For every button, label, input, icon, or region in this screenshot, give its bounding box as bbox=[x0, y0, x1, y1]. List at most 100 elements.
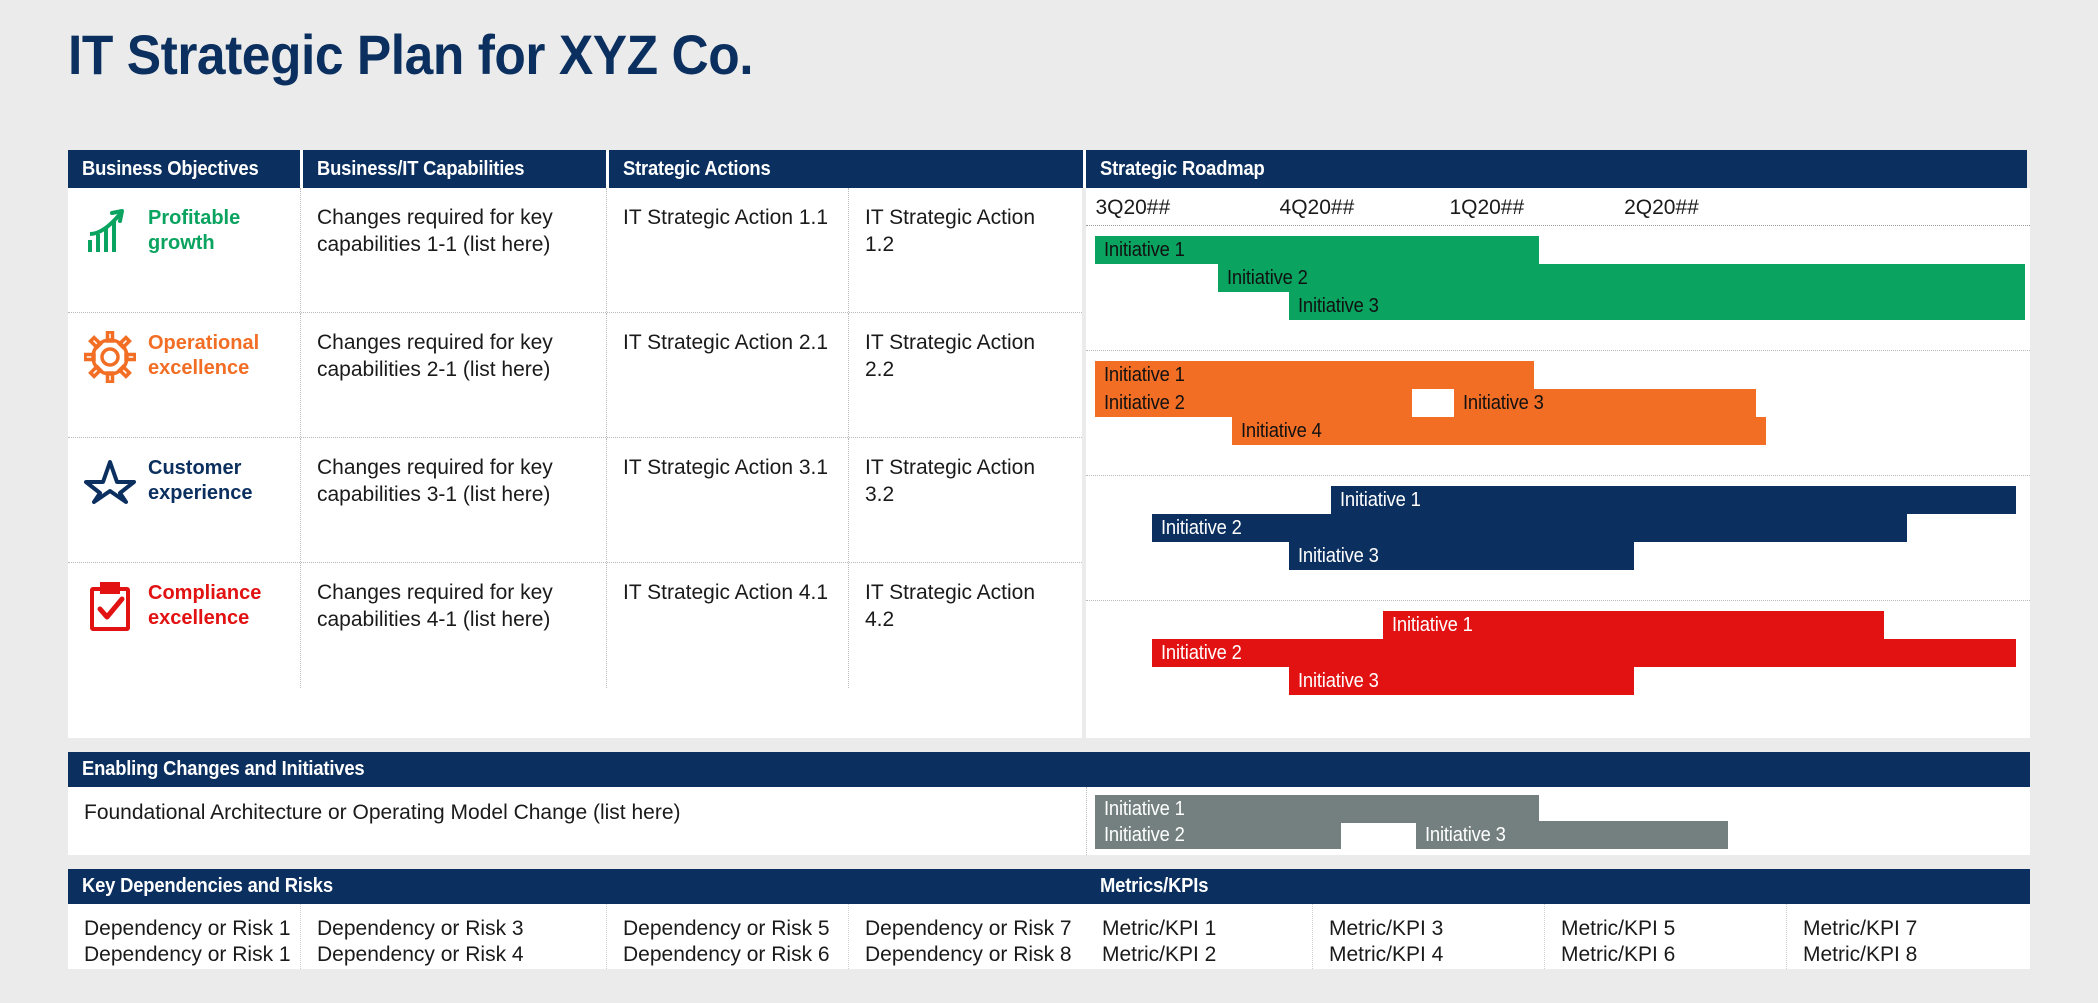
capability-cell: Changes required for key capabilities 1-… bbox=[300, 188, 606, 312]
gantt-bar[interactable]: Initiative 1 bbox=[1383, 611, 1884, 639]
strategic-action-cell: IT Strategic Action 4.1 bbox=[606, 563, 848, 688]
gantt-bar-label: Initiative 3 bbox=[1463, 392, 1544, 414]
objective-cell[interactable]: Operational excellence bbox=[68, 313, 300, 437]
header-metrics-kpis: Metrics/KPIs bbox=[1086, 869, 2030, 904]
gantt-row: Initiative 1 Initiative 2 Initiative 3 Init… bbox=[1086, 351, 2030, 476]
gantt-bar[interactable]: Initiative 2 bbox=[1095, 389, 1412, 417]
gantt-bar-label: Initiative 2 bbox=[1104, 824, 1186, 846]
gantt-bar[interactable]: Initiative 2 bbox=[1095, 821, 1341, 849]
gantt-bar[interactable]: Initiative 1 bbox=[1331, 486, 2016, 514]
quarter-label: 4Q20## bbox=[1279, 196, 1355, 219]
header-business-objectives: Business Objectives bbox=[68, 150, 300, 188]
gantt-bar[interactable]: Initiative 3 bbox=[1288, 667, 1634, 695]
capability-cell: Changes required for key capabilities 2-… bbox=[300, 313, 606, 437]
strategic-action-cell: IT Strategic Action 2.1 bbox=[606, 313, 848, 437]
page-title: IT Strategic Plan for XYZ Co. bbox=[68, 23, 754, 86]
header-key-dependencies: Key Dependencies and Risks bbox=[68, 869, 1086, 904]
gantt-bar-label: Initiative 2 bbox=[1161, 642, 1242, 664]
enabling-changes-text: Foundational Architecture or Operating M… bbox=[84, 801, 681, 824]
objective-row: Operational excellence Changes required f… bbox=[68, 313, 1082, 438]
capability-cell: Changes required for key capabilities 4-… bbox=[300, 563, 606, 688]
dependency-column-item: Dependency or Risk 7 bbox=[865, 917, 1072, 940]
header-enabling-changes: Enabling Changes and Initiatives bbox=[68, 752, 2030, 787]
dependency-column-item: Dependency or Risk 1 bbox=[84, 943, 291, 966]
metric-column-item: Metric/KPI 6 bbox=[1561, 943, 1676, 966]
gear-icon bbox=[83, 330, 137, 384]
gantt-bar[interactable]: Initiative 1 bbox=[1095, 795, 1540, 823]
gantt-bar-label: Initiative 3 bbox=[1297, 670, 1379, 692]
gantt-bar[interactable]: Initiative 1 bbox=[1095, 361, 1535, 389]
gantt-bar[interactable]: Initiative 3 bbox=[1454, 389, 1757, 417]
objective-label: Profitable growth bbox=[148, 207, 241, 254]
strategic-action-cell: IT Strategic Action 4.2 bbox=[848, 563, 1082, 688]
metric-column-item: Metric/KPI 1 bbox=[1102, 917, 1217, 940]
gantt-bar[interactable]: Initiative 1 bbox=[1095, 236, 1540, 264]
dependency-column-item: Dependency or Risk 1 bbox=[84, 917, 291, 940]
gantt-bar-label: Initiative 3 bbox=[1425, 824, 1507, 846]
gantt-bar-label: Initiative 1 bbox=[1340, 489, 1422, 511]
gantt-bar[interactable]: Initiative 2 bbox=[1218, 264, 2026, 292]
strategic-action-cell: IT Strategic Action 1.2 bbox=[848, 188, 1082, 312]
objective-label: Compliance excellence bbox=[148, 582, 262, 629]
gantt-bar[interactable]: Initiative 3 bbox=[1416, 821, 1728, 849]
strategic-action-cell: IT Strategic Action 3.2 bbox=[848, 438, 1082, 562]
gantt-bar-label: Initiative 4 bbox=[1241, 420, 1322, 442]
dependency-column: Dependency or Risk 1 Dependency or Risk 1 bbox=[68, 904, 300, 969]
gantt-row: Initiative 1 Initiative 2 Initiative 3 bbox=[1086, 226, 2030, 351]
star-icon bbox=[84, 456, 136, 508]
column-divider bbox=[1086, 787, 1087, 855]
strategic-action-cell: IT Strategic Action 1.1 bbox=[606, 188, 848, 312]
header-business-it-capabilities: Business/IT Capabilities bbox=[300, 150, 606, 188]
gantt-bar[interactable]: Initiative 2 bbox=[1152, 639, 2016, 667]
header-strategic-actions: Strategic Actions bbox=[606, 150, 1083, 188]
metric-column-item: Metric/KPI 3 bbox=[1329, 917, 1444, 940]
gantt-bar[interactable]: Initiative 2 bbox=[1152, 514, 1908, 542]
enabling-changes-body: Foundational Architecture or Operating M… bbox=[68, 787, 2030, 855]
quarter-axis: 3Q20##4Q20##1Q20##2Q20## bbox=[1086, 188, 2030, 226]
objective-cell[interactable]: Compliance excellence bbox=[68, 563, 300, 688]
gantt-bar-label: Initiative 1 bbox=[1104, 364, 1186, 386]
metric-column-item: Metric/KPI 2 bbox=[1102, 943, 1217, 966]
strategic-action-cell: IT Strategic Action 2.2 bbox=[848, 313, 1082, 437]
clipboard-check-icon bbox=[84, 581, 136, 633]
objective-row: Compliance excellence Changes required fo… bbox=[68, 563, 1082, 688]
metric-column: Metric/KPI 1 Metric/KPI 2 bbox=[1086, 904, 1312, 969]
column-headers: Business Objectives Business/IT Capabili… bbox=[68, 150, 2030, 188]
objective-label: Operational excellence bbox=[148, 332, 260, 379]
growth-chart-icon bbox=[84, 206, 136, 258]
gantt-row: Initiative 1 Initiative 2 Initiative 3 bbox=[1086, 601, 2030, 726]
gantt-bar-label: Initiative 1 bbox=[1392, 614, 1474, 636]
objective-label: Customer experience bbox=[148, 457, 253, 504]
metric-column-item: Metric/KPI 7 bbox=[1803, 917, 1918, 940]
objective-cell[interactable]: Profitable growth bbox=[68, 188, 300, 312]
gantt-row: Initiative 1 Initiative 2 Initiative 3 bbox=[1086, 476, 2030, 601]
gantt-bar-label: Initiative 3 bbox=[1297, 545, 1379, 567]
gantt-bar-label: Initiative 3 bbox=[1297, 295, 1379, 317]
dependency-column-item: Dependency or Risk 3 bbox=[317, 917, 524, 940]
capability-cell: Changes required for key capabilities 3-… bbox=[300, 438, 606, 562]
quarter-label: 3Q20## bbox=[1095, 196, 1171, 219]
gantt-bar-label: Initiative 2 bbox=[1161, 517, 1242, 539]
quarter-label: 2Q20## bbox=[1624, 196, 1699, 219]
gantt-bar[interactable]: Initiative 3 bbox=[1288, 292, 2026, 320]
gantt-bar[interactable]: Initiative 4 bbox=[1232, 417, 1766, 445]
gantt-bar-label: Initiative 1 bbox=[1104, 239, 1186, 261]
objective-cell[interactable]: Customer experience bbox=[68, 438, 300, 562]
header-strategic-roadmap: Strategic Roadmap bbox=[1083, 150, 2027, 188]
gantt-bar[interactable]: Initiative 3 bbox=[1288, 542, 1634, 570]
dependency-column-item: Dependency or Risk 5 bbox=[623, 917, 830, 940]
objective-row: Profitable growth Changes required for ke… bbox=[68, 188, 1082, 313]
